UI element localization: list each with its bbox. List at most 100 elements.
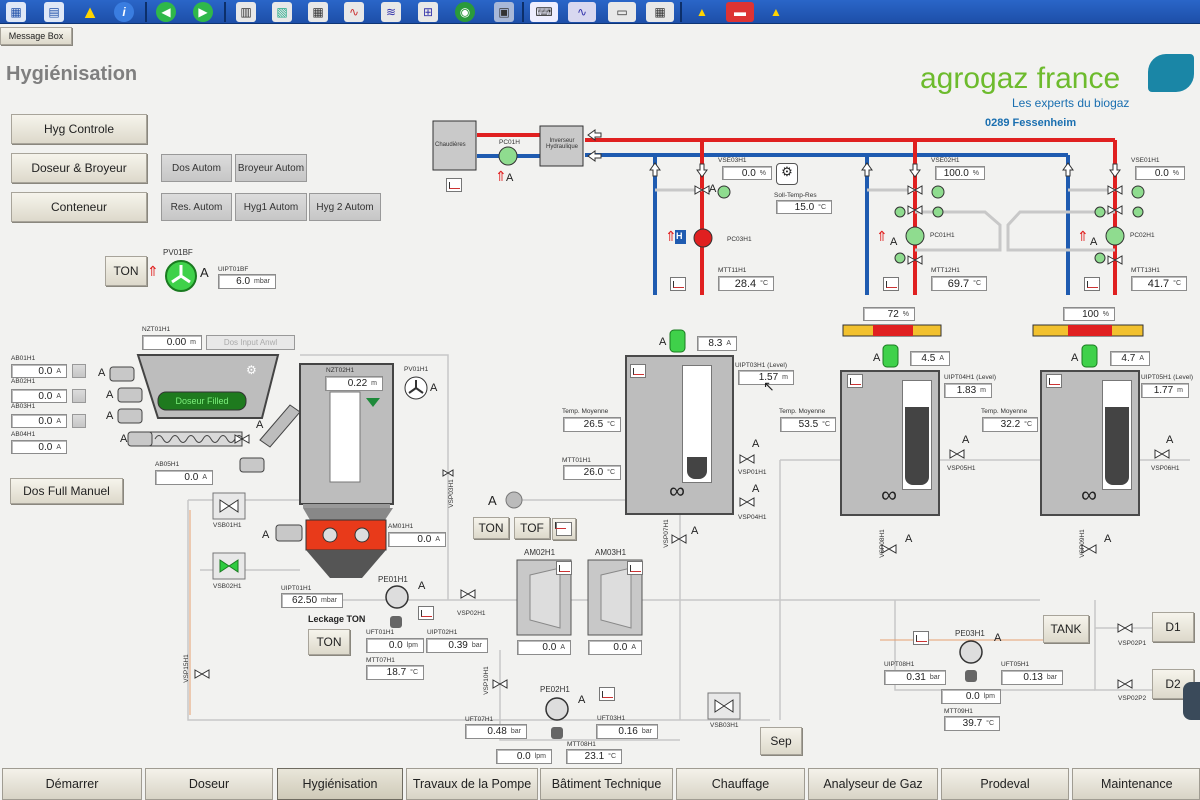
vsp15h1-label: VSP15H1 (182, 654, 190, 683)
sep-button[interactable]: Sep (760, 727, 802, 755)
tab-hygienisation[interactable]: Hygiénisation (277, 768, 403, 800)
keyboard-icon[interactable]: ⌨ (530, 2, 558, 22)
forward-arrow-icon[interactable]: ▶ (193, 2, 213, 22)
a-label: A (752, 438, 760, 450)
message-box-button[interactable]: Message Box (0, 27, 72, 45)
pe02h1-label: PE02H1 (540, 685, 570, 694)
settings-icon[interactable]: ▣ (494, 2, 514, 22)
a-label: A (256, 419, 264, 431)
alarm-red-icon[interactable]: ▬ (726, 2, 754, 22)
vsp02p1-label: VSP02P1 (1118, 640, 1147, 647)
trend-chart-icon[interactable] (1084, 277, 1100, 291)
globe-icon[interactable]: ◉ (455, 2, 475, 22)
tab-prodeval[interactable]: Prodeval (941, 768, 1069, 800)
d1-button[interactable]: D1 (1152, 612, 1194, 642)
alarm-ack-icon[interactable]: ▲ (770, 5, 782, 19)
trend-chart-icon[interactable] (1046, 374, 1062, 388)
tab-batiment-technique[interactable]: Bâtiment Technique (540, 768, 673, 800)
hygiene-tank-1: ∞ (625, 355, 734, 515)
ab01-toggle[interactable] (72, 364, 86, 378)
hyg-controle-button[interactable]: Hyg Controle (11, 114, 147, 144)
trend-chart-icon[interactable] (418, 606, 434, 620)
trend-icon[interactable]: ∿ (344, 2, 364, 22)
document-icon[interactable]: ▥ (236, 2, 256, 22)
trend-chart-icon[interactable] (670, 277, 686, 291)
tile-icon[interactable]: ▦ (646, 2, 674, 22)
uft01h1-label: UFT01H1 (366, 629, 395, 636)
level-2-label: UIPT04H1 (Level) (944, 374, 997, 381)
tab-maintenance[interactable]: Maintenance (1072, 768, 1200, 800)
alarm-warning-icon[interactable]: ▲ (696, 5, 708, 19)
trend-chart-icon[interactable] (627, 561, 643, 575)
ton-button-leckage[interactable]: TON (308, 629, 350, 655)
leckage-label: Leckage TON (308, 614, 366, 624)
hyg2-autom-button[interactable]: Hyg 2 Autom (309, 193, 381, 221)
pc03h1-label: PC03H1 (727, 236, 752, 243)
calculator-icon[interactable]: ▤ (44, 2, 64, 22)
brand-logo-icon (1148, 54, 1194, 92)
ton-button-center[interactable]: TON (473, 517, 509, 539)
grid-icon[interactable]: ▦ (6, 2, 26, 22)
broyeur-autom-button[interactable]: Broyeur Autom (235, 154, 307, 182)
vsp05h1-label: VSP05H1 (947, 465, 976, 472)
tab-demarrer[interactable]: Démarrer (2, 768, 142, 800)
mtt01h1-value: 26.0°C (563, 465, 621, 480)
tab-analyseur-gaz[interactable]: Analyseur de Gaz (808, 768, 938, 800)
dos-full-manuel-button[interactable]: Dos Full Manuel (10, 478, 123, 504)
conteneur-button[interactable]: Conteneur (11, 192, 147, 222)
tab-chauffage[interactable]: Chauffage (676, 768, 805, 800)
warning-icon[interactable]: ▲ (81, 1, 99, 22)
report-icon[interactable]: ▧ (272, 2, 292, 22)
pv01h1-label: PV01H1 (404, 366, 429, 373)
mtt13h1-value: 41.7°C (1131, 276, 1187, 291)
info-icon[interactable]: i (114, 2, 134, 22)
ton-button-pv01bf[interactable]: TON (105, 256, 147, 286)
table-icon[interactable]: ▦ (308, 2, 328, 22)
tab-doseur[interactable]: Doseur (145, 768, 273, 800)
network-icon[interactable]: ⊞ (418, 2, 438, 22)
trend-chart-icon[interactable] (556, 561, 572, 575)
doseur-broyeur-button[interactable]: Doseur & Broyeur (11, 153, 147, 183)
tank-button[interactable]: TANK (1043, 615, 1089, 643)
a-label: A (488, 493, 497, 508)
trend-chart-icon[interactable] (847, 374, 863, 388)
soll-temp-value[interactable]: 15.0°C (776, 200, 832, 214)
inverseur-label: Inverseur Hydraulique (545, 138, 579, 150)
tab-travaux-pompe[interactable]: Travaux de la Pompe (406, 768, 538, 800)
windows-icon[interactable]: ▭ (608, 2, 636, 22)
tof-button[interactable]: TOF (514, 517, 550, 539)
dos-input-button[interactable]: Dos Input Anwl (206, 335, 295, 350)
chart-icon[interactable]: ≋ (381, 2, 401, 22)
vsp09h1-label: VSP09H1 (1078, 529, 1086, 558)
ujpt02h1-label: UIPT02H1 (427, 629, 458, 636)
a-label: A (962, 434, 970, 446)
trend-chart-icon[interactable] (630, 364, 646, 378)
vse01h1-value: 0.0% (1135, 166, 1185, 180)
trend-chart-icon[interactable] (913, 631, 929, 645)
back-arrow-icon[interactable]: ◀ (156, 2, 176, 22)
ab02-toggle[interactable] (72, 389, 86, 403)
trend-chart-icon[interactable] (446, 178, 462, 192)
trend-add-icon[interactable]: ∿ (568, 2, 596, 22)
hyg1-autom-button[interactable]: Hyg1 Autom (235, 193, 307, 221)
brand-logo-text: agrogaz france (920, 62, 1121, 95)
dos-autom-button[interactable]: Dos Autom (161, 154, 232, 182)
mtt01h1-label: MTT01H1 (562, 457, 591, 464)
mtt08h1-label: MTT08H1 (567, 741, 596, 748)
trend-chart-icon[interactable] (599, 687, 615, 701)
res-autom-button[interactable]: Res. Autom (161, 193, 232, 221)
a-label: A (994, 632, 1002, 644)
mtt12h1-value: 69.7°C (931, 276, 987, 291)
nzt02h1-label: NZT02H1 (326, 367, 355, 374)
gears-icon[interactable]: ⚙ (776, 163, 798, 185)
a-label: A (578, 694, 586, 706)
trend-chart-icon[interactable] (883, 277, 899, 291)
side-panel-handle[interactable] (1183, 682, 1200, 720)
trend-chart-button[interactable] (552, 518, 576, 540)
ab03-toggle[interactable] (72, 414, 86, 428)
valve-position-2: 100% (1063, 307, 1115, 321)
